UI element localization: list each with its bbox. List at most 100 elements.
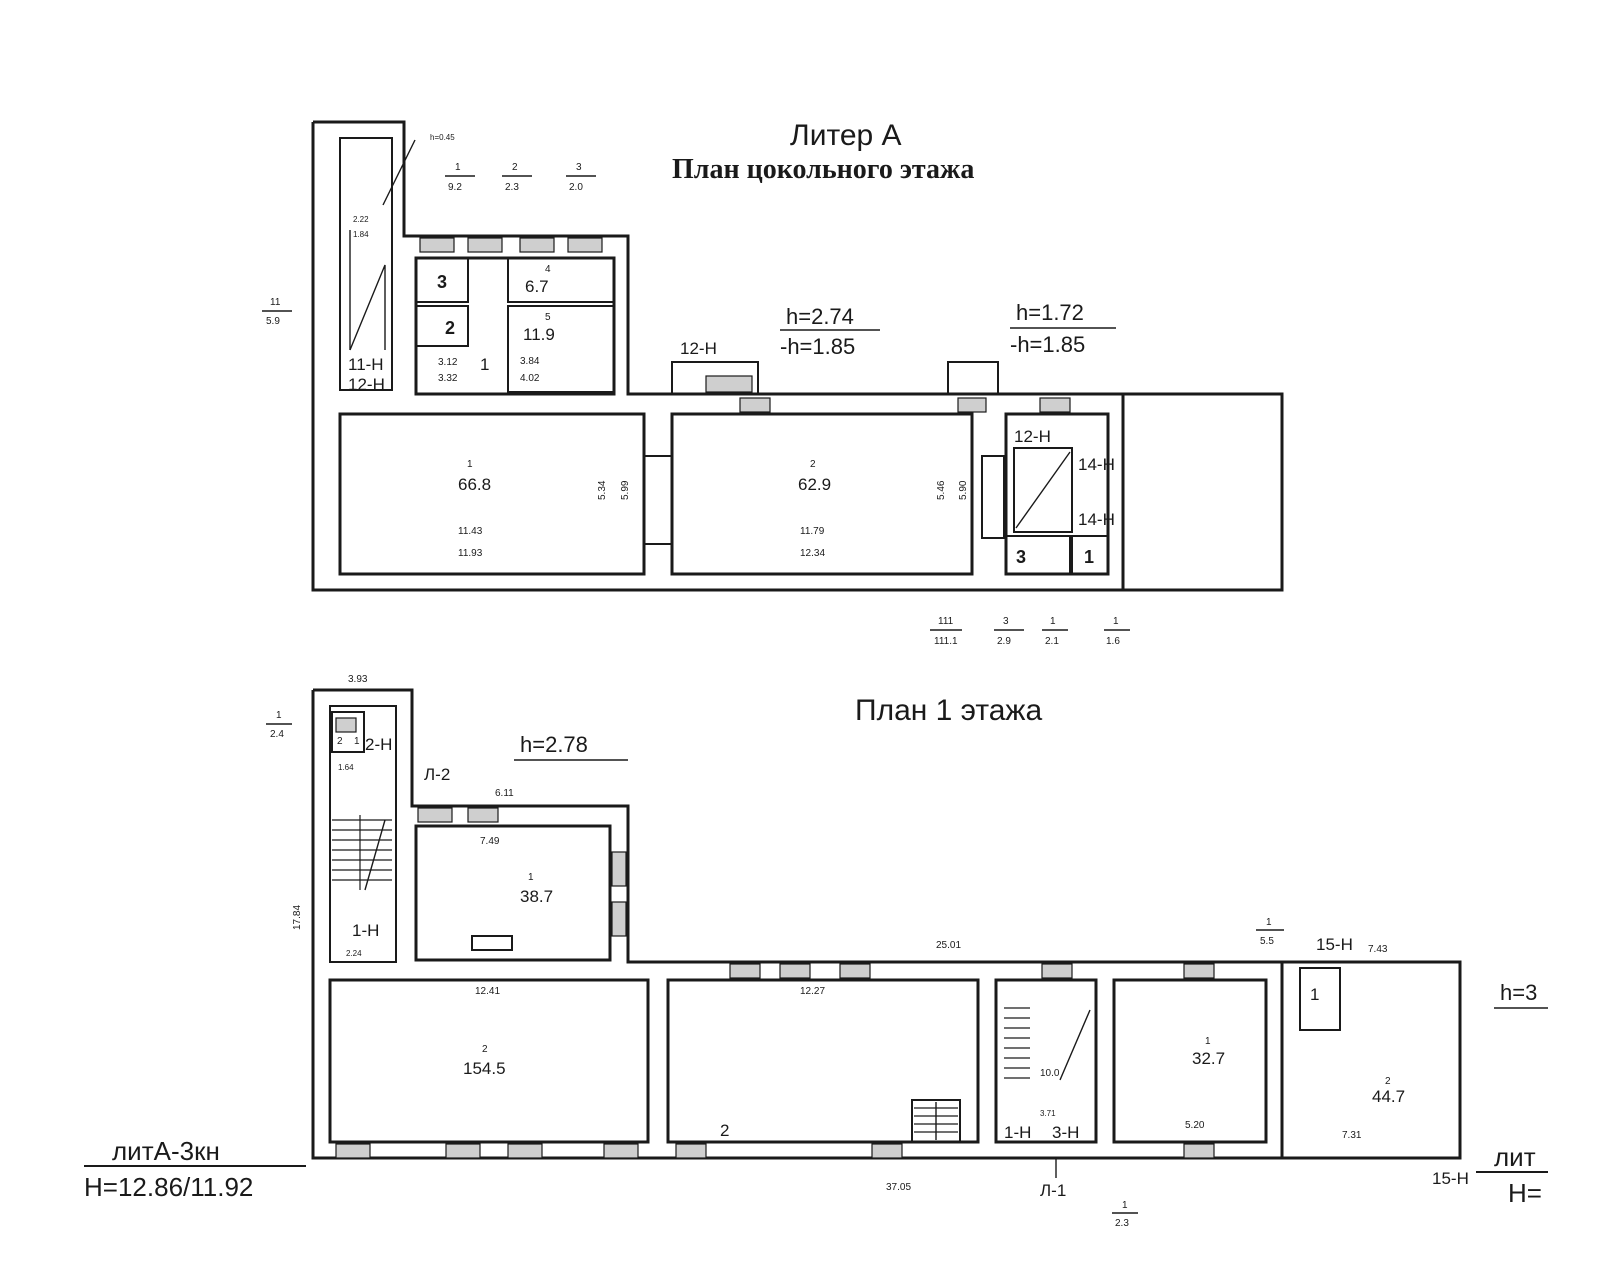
callout: 1 5.5 <box>1256 917 1284 947</box>
liter-title: Литер А <box>790 119 902 152</box>
callout-value: 5.9 <box>266 316 280 327</box>
dim-label: 4.02 <box>520 373 540 384</box>
callout-number: 3 <box>1003 616 1009 627</box>
callout-number: 1 <box>455 162 461 173</box>
lit-b-code: лит <box>1494 1142 1536 1172</box>
stair-hatch <box>332 815 392 891</box>
entry-label: 12-Н <box>680 339 717 358</box>
room-number: 5 <box>545 312 551 323</box>
basement-plan-title: План цокольного этажа <box>672 154 974 185</box>
dim-label: 7.49 <box>480 836 500 847</box>
dim-label: 17.84 <box>292 905 303 930</box>
dim-label: 7.43 <box>1368 944 1388 955</box>
room-number: 2 <box>810 459 816 470</box>
dim-label: 1.64 <box>338 763 354 772</box>
entry-label: 2-Н <box>365 735 392 754</box>
callout-value: 9.2 <box>448 182 462 193</box>
room-area: 10.0 <box>1040 1068 1060 1079</box>
dim-label: 3.71 <box>1040 1109 1056 1118</box>
entry-label: 1-Н <box>1004 1123 1031 1142</box>
stair-height-label: h=0.45 <box>430 133 455 142</box>
dim-label: 12.27 <box>800 986 825 997</box>
callout: 3 2.9 <box>994 616 1024 647</box>
callout: 1 2.1 <box>1042 616 1068 647</box>
callout-number: 1 <box>1050 616 1056 627</box>
room-number: 2 <box>1385 1076 1391 1087</box>
dim-label: 12.41 <box>475 986 500 997</box>
room-number: 1 <box>528 872 534 883</box>
callout: 111 111.1 <box>930 616 962 647</box>
callout: 1 9.2 <box>445 162 475 193</box>
floor1-plan-title: План 1 этажа <box>855 694 1042 727</box>
dim-label: 5.34 <box>597 480 608 500</box>
basement-callouts: 1 9.2 2 2.3 3 2.0 11 5.9 111 111.1 3 2.9 <box>262 162 1130 647</box>
entry-label: 11-Н <box>348 355 384 374</box>
height-label: h=1.72 <box>1016 300 1084 325</box>
callout-value: 111.1 <box>934 636 958 647</box>
room-number: 1 <box>1205 1036 1211 1047</box>
callout-number: 1 <box>1266 917 1272 928</box>
callout: 11 5.9 <box>262 297 292 327</box>
dim-label: 5.99 <box>620 480 631 500</box>
dim-label: 3.32 <box>438 373 458 384</box>
stair-hatch <box>911 1099 961 1143</box>
room-area: 66.8 <box>458 475 491 494</box>
floor1-callouts: 1 2.4 1 5.5 1 2.3 <box>266 710 1284 1229</box>
stair-hatch <box>1004 1007 1091 1081</box>
height-label: -h=1.85 <box>1010 332 1085 357</box>
room-number: 2 <box>482 1044 488 1055</box>
entry-label: 15-Н <box>1432 1169 1469 1188</box>
height-label: h=2.74 <box>786 304 854 329</box>
dim-label: 11.93 <box>458 548 483 559</box>
callout-number: 3 <box>576 162 582 173</box>
dim-label: 3.12 <box>438 357 458 368</box>
level-label: Л-1 <box>1040 1181 1066 1200</box>
room-area: 62.9 <box>798 475 831 494</box>
callout-number: 1 <box>1122 1200 1128 1211</box>
callout-value: 2.3 <box>1115 1218 1129 1229</box>
room-area: 6.7 <box>525 277 549 296</box>
entry-label: 12-Н <box>1014 427 1051 446</box>
height-label: h=2.78 <box>520 732 588 757</box>
callout-value: 2.1 <box>1045 636 1059 647</box>
callout: 3 2.0 <box>566 162 596 193</box>
callout-number: 2 <box>512 162 518 173</box>
dim-label: 5.90 <box>958 480 969 500</box>
room-number: 1 <box>480 355 489 374</box>
callout-number: 11 <box>270 297 281 308</box>
room-number: 2 <box>445 318 455 338</box>
room-area: 38.7 <box>520 887 553 906</box>
dim-label: 11.43 <box>458 526 483 537</box>
callout: 1 2.3 <box>1112 1200 1138 1229</box>
entry-label: 14-Н <box>1078 455 1115 474</box>
dim-label: 2.24 <box>346 949 362 958</box>
dim-label: 37.05 <box>886 1182 911 1193</box>
small-room-number: 1 <box>354 736 360 747</box>
dim-label: 3.84 <box>520 356 540 367</box>
dim-label: 3.93 <box>348 674 368 685</box>
lit-a-code: литА-3кн <box>112 1136 220 1166</box>
room-number: 3 <box>1016 547 1026 567</box>
height-label: -h=1.85 <box>780 334 855 359</box>
dim-label: 1.84 <box>353 230 369 239</box>
entry-label: 14-Н <box>1078 510 1115 529</box>
entry-label: 15-Н <box>1316 935 1353 954</box>
room-number: 1 <box>1310 985 1319 1004</box>
entry-label: 1-Н <box>352 921 379 940</box>
callout-value: 1.6 <box>1106 636 1120 647</box>
callout-value: 2.0 <box>569 182 583 193</box>
lit-b-height: Н= <box>1508 1178 1542 1208</box>
callout: 1 1.6 <box>1104 616 1130 647</box>
dim-label: 5.20 <box>1185 1120 1205 1131</box>
room-number: 1 <box>467 459 473 470</box>
room-number: 2 <box>720 1121 729 1140</box>
room-number: 1 <box>1084 547 1094 567</box>
entry-label: 3-Н <box>1052 1123 1079 1142</box>
callout-number: 1 <box>1113 616 1119 627</box>
callout-value: 5.5 <box>1260 936 1274 947</box>
level-label: Л-2 <box>424 765 450 784</box>
callout: 2 2.3 <box>502 162 532 193</box>
room-area: 32.7 <box>1192 1049 1225 1068</box>
room-number: 4 <box>545 264 551 275</box>
